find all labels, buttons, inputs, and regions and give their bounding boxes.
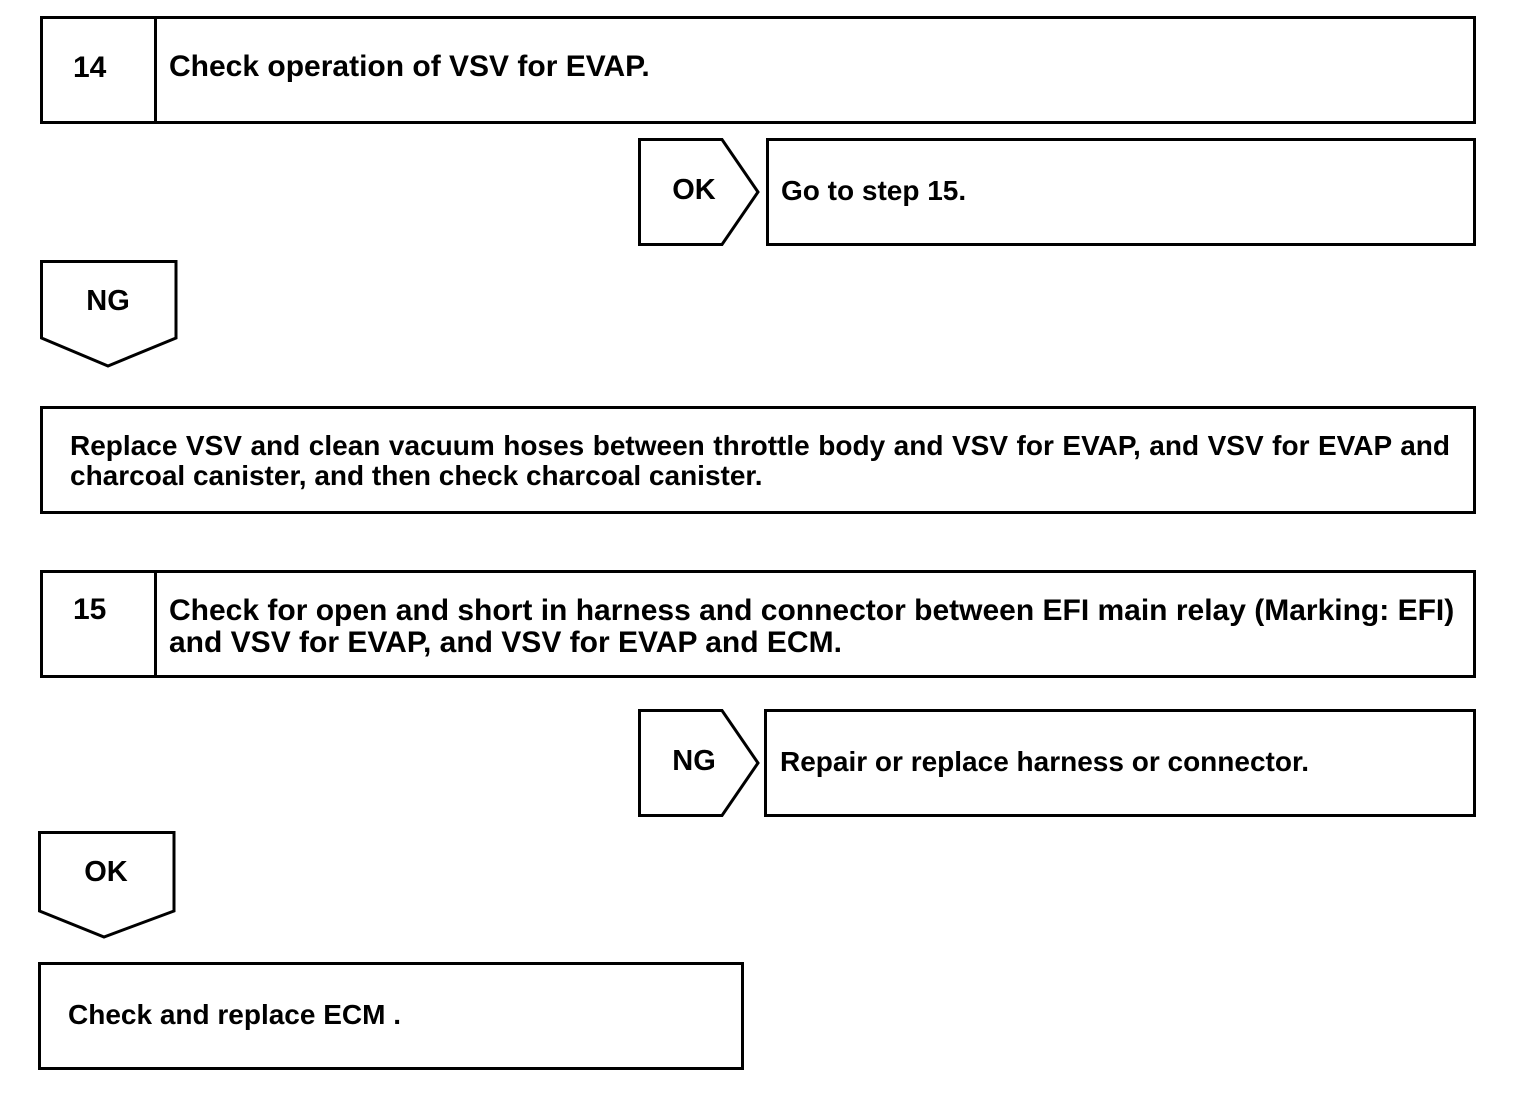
step-15-text: Check for open and short in harness and … — [169, 594, 1455, 659]
step-15-ng-arrow — [638, 709, 760, 817]
step-14-ok-result-box — [766, 138, 1476, 246]
step-14-ng-result-text: Replace VSV and clean vacuum hoses betwe… — [70, 430, 1450, 491]
step-14-number: 14 — [43, 19, 157, 121]
step-14-box: 14 Check operation of VSV for EVAP. — [40, 16, 1476, 124]
step-15-ng-result-text: Repair or replace harness or connector. — [780, 746, 1310, 777]
step-15-ok-result-text: Check and replace ECM . — [68, 999, 402, 1030]
step-14-ng-arrow — [40, 260, 178, 368]
step-15-ok-result-box — [38, 962, 744, 1070]
step-14-ok-label: OK — [672, 174, 716, 206]
step-14-text: Check operation of VSV for EVAP. — [169, 50, 650, 83]
step-15-ng-result-box — [764, 709, 1476, 817]
step-14-ng-label: NG — [86, 285, 130, 317]
step-15-ok-label: OK — [84, 856, 128, 888]
step-14-ok-result-text: Go to step 15. — [781, 175, 967, 206]
step-15-number: 15 — [43, 573, 157, 675]
step-14-ng-result-box — [40, 406, 1476, 514]
step-15-ok-arrow — [38, 831, 176, 939]
step-15-ng-label: NG — [672, 745, 716, 777]
step-15-box: 15 Check for open and short in harness a… — [40, 570, 1476, 678]
step-14-ok-arrow — [638, 138, 760, 246]
